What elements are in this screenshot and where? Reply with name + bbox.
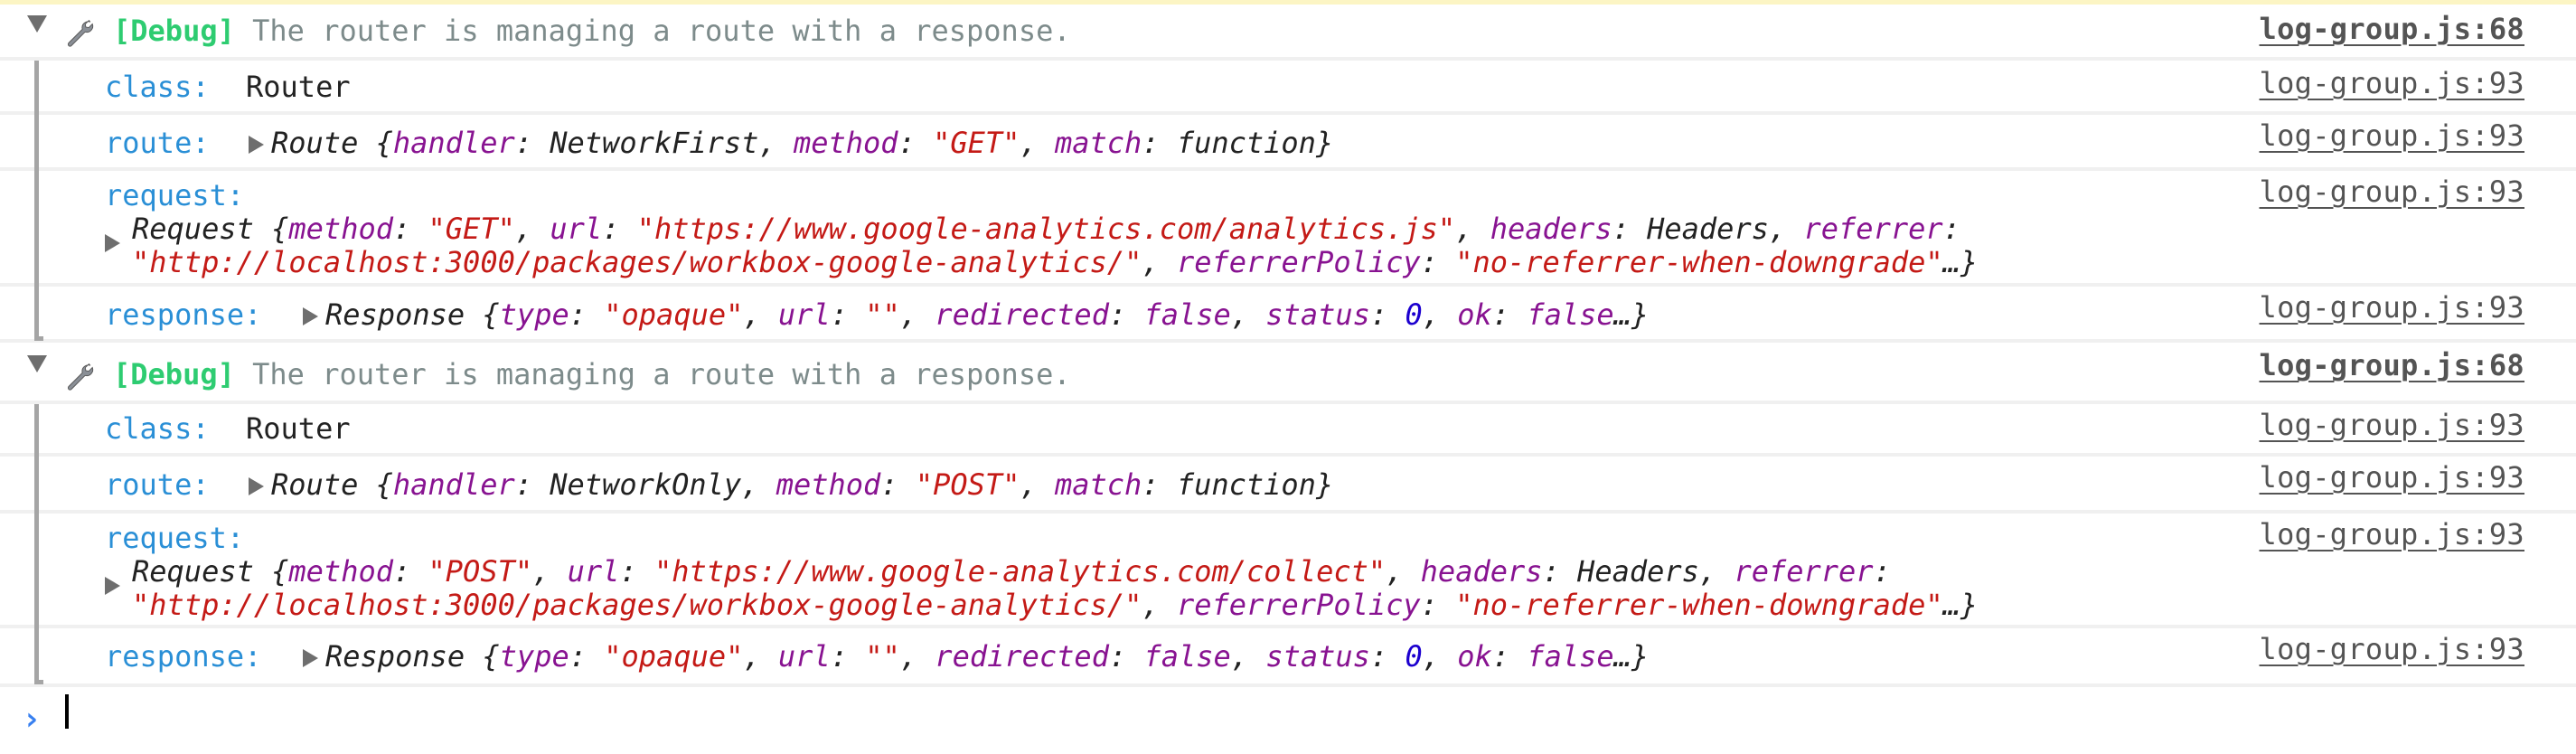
source-link[interactable]: log-group.js:93 (2259, 290, 2524, 325)
entry-value: Router (246, 70, 351, 104)
expand-triangle-icon[interactable] (105, 234, 120, 252)
log-entry-response: response: Response {type: "opaque", url:… (0, 287, 2576, 343)
console-input-cursor[interactable] (65, 694, 69, 729)
expand-triangle-icon[interactable] (303, 649, 318, 667)
request-object-line1[interactable]: Request {method: "GET", url: "https://ww… (132, 212, 1960, 246)
collapse-triangle-icon[interactable] (27, 15, 47, 33)
source-link[interactable]: log-group.js:93 (2259, 66, 2524, 100)
top-highlight-line (0, 0, 2576, 5)
request-object-line2[interactable]: "http://localhost:3000/packages/workbox-… (132, 588, 1979, 622)
log-message: [Debug] The router is managing a route w… (113, 357, 1071, 391)
log-group-header[interactable]: [Debug] The router is managing a route w… (0, 343, 2576, 404)
group-indent-line (34, 404, 39, 684)
expand-triangle-icon[interactable] (303, 307, 318, 325)
request-object-line2[interactable]: "http://localhost:3000/packages/workbox-… (132, 245, 1979, 279)
source-link[interactable]: log-group.js:93 (2259, 517, 2524, 551)
message-text: The router is managing a route with a re… (234, 14, 1071, 48)
message-text: The router is managing a route with a re… (234, 357, 1071, 391)
log-entry-request: request: Request {method: "GET", url: "h… (0, 171, 2576, 287)
log-entry-class: class: Router log-group.js:93 (0, 404, 2576, 457)
route-object[interactable]: Route {handler: NetworkOnly, method: "PO… (249, 467, 1333, 502)
debug-level-tag: [Debug] (113, 357, 235, 391)
log-entry-class: class: Router log-group.js:93 (0, 61, 2576, 115)
entry-key: response: (105, 297, 262, 332)
entry-key: response: (105, 639, 262, 674)
source-link[interactable]: log-group.js:68 (2259, 348, 2524, 382)
request-object-line1[interactable]: Request {method: "POST", url: "https://w… (132, 554, 1891, 589)
collapse-triangle-icon[interactable] (27, 355, 47, 372)
wrench-icon (68, 19, 94, 47)
log-entry-route: route: Route {handler: NetworkOnly, meth… (0, 457, 2576, 514)
group-indent-line (34, 61, 39, 341)
expand-triangle-icon[interactable] (249, 136, 264, 154)
response-object[interactable]: Response {type: "opaque", url: "", redir… (303, 639, 1649, 674)
entry-value: Router (246, 411, 351, 446)
log-group-header[interactable]: [Debug] The router is managing a route w… (0, 5, 2576, 61)
debug-level-tag: [Debug] (113, 14, 235, 48)
expand-triangle-icon[interactable] (105, 577, 120, 595)
wrench-icon (68, 363, 94, 391)
group-indent-foot (34, 336, 43, 341)
entry-key: route: (105, 467, 210, 502)
route-object[interactable]: Route {handler: NetworkFirst, method: "G… (249, 126, 1333, 160)
source-link[interactable]: log-group.js:93 (2259, 632, 2524, 666)
entry-key: route: (105, 126, 210, 160)
log-entry-route: route: Route {handler: NetworkFirst, met… (0, 115, 2576, 171)
source-link[interactable]: log-group.js:68 (2259, 12, 2524, 46)
entry-key: request: (105, 521, 245, 555)
expand-triangle-icon[interactable] (249, 477, 264, 495)
entry-key: request: (105, 178, 245, 212)
source-link[interactable]: log-group.js:93 (2259, 118, 2524, 153)
entry-key: class: (105, 70, 210, 104)
log-entry-response: response: Response {type: "opaque", url:… (0, 628, 2576, 687)
log-message: [Debug] The router is managing a route w… (113, 14, 1071, 48)
group-indent-foot (34, 680, 43, 684)
entry-key: class: (105, 411, 210, 446)
prompt-chevron-icon: › (22, 701, 42, 738)
source-link[interactable]: log-group.js:93 (2259, 174, 2524, 209)
log-entry-request: request: Request {method: "POST", url: "… (0, 514, 2576, 628)
source-link[interactable]: log-group.js:93 (2259, 460, 2524, 495)
response-object[interactable]: Response {type: "opaque", url: "", redir… (303, 297, 1649, 332)
source-link[interactable]: log-group.js:93 (2259, 408, 2524, 442)
